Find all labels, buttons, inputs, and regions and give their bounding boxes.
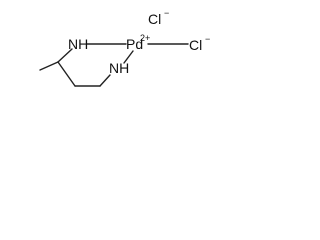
atom-cl2-charge: −: [205, 34, 210, 44]
atom-cl1-label: Cl: [148, 11, 161, 27]
atom-cl1-charge: −: [164, 8, 169, 18]
molecule-structure: NH Pd 2+ NH Cl − Cl −: [39, 8, 210, 87]
atom-cl2-label: Cl: [189, 37, 202, 53]
bond-c1-methyl: [39, 61, 59, 71]
bond-c3-n2: [99, 74, 111, 87]
bond-n1-c1: [57, 48, 73, 63]
atom-pd-charge: 2+: [140, 33, 150, 43]
bond-c1-c2: [57, 61, 76, 87]
atom-pd-label: Pd: [126, 36, 143, 52]
atom-n1-label: NH: [68, 36, 88, 52]
atom-n2-label: NH: [109, 60, 129, 76]
bond-pd-n2: [123, 50, 134, 64]
